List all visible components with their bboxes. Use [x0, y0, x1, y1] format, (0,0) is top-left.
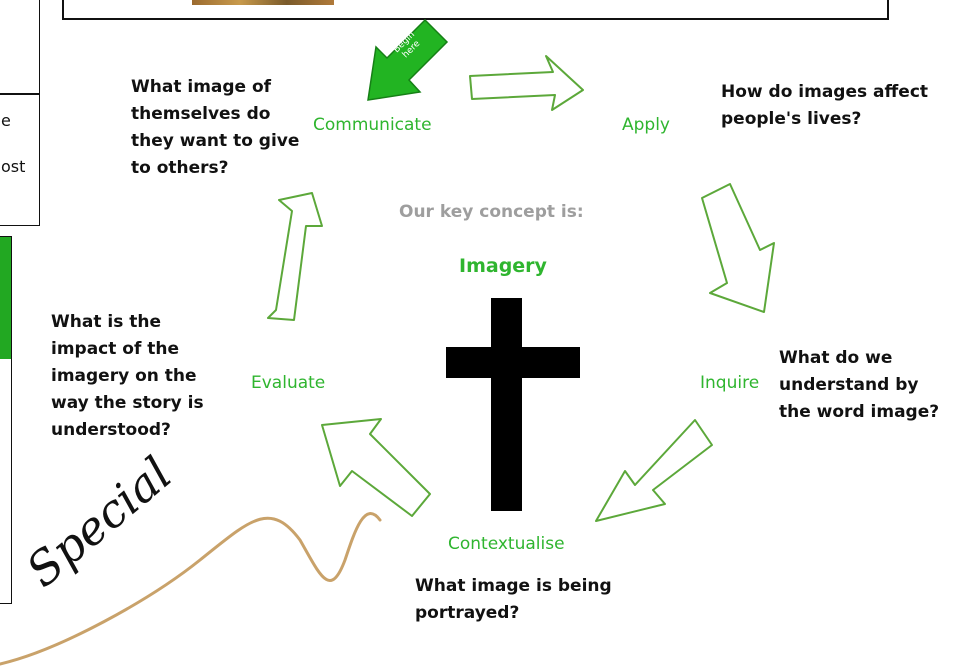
- begin-here-arrow: [367, 18, 449, 101]
- arrow-apply-to-inquire: [701, 183, 775, 313]
- left-panel-top: [0, 0, 40, 94]
- question-contextualise: What image is being portrayed?: [415, 573, 612, 627]
- swoosh-decoration: [0, 512, 382, 666]
- key-concept-value: Imagery: [459, 255, 547, 277]
- stage-communicate: Communicate: [313, 115, 432, 135]
- arrow-communicate-to-apply: [469, 55, 584, 111]
- question-line: to others?: [131, 158, 229, 178]
- question-line: imagery on the: [51, 366, 197, 386]
- question-line: themselves do: [131, 104, 271, 124]
- question-line: impact of the: [51, 339, 180, 359]
- stage-contextualise: Contextualise: [448, 534, 565, 554]
- question-apply: How do images affect people's lives?: [721, 79, 928, 133]
- arrow-contextualise-to-evaluate: [321, 418, 431, 517]
- question-line: What image of: [131, 77, 272, 97]
- question-line: understand by: [779, 375, 919, 395]
- question-line: What is the: [51, 312, 161, 332]
- question-communicate: What image of themselves do they want to…: [131, 74, 299, 182]
- question-line: understood?: [51, 420, 171, 440]
- arrow-evaluate-to-communicate: [267, 192, 323, 321]
- left-panel-fragment-2: ost: [1, 157, 26, 176]
- left-panel-green-bar: [0, 237, 11, 359]
- question-line: the word image?: [779, 402, 940, 422]
- stage-inquire: Inquire: [700, 373, 760, 393]
- stage-apply: Apply: [622, 115, 670, 135]
- question-line: portrayed?: [415, 603, 520, 623]
- left-panel-bottom: [0, 236, 12, 604]
- question-line: people's lives?: [721, 109, 862, 129]
- cross-icon: [446, 298, 580, 511]
- top-image-panel: [62, 0, 889, 20]
- question-line: way the story is: [51, 393, 204, 413]
- question-inquire: What do we understand by the word image?: [779, 345, 939, 426]
- question-line: What image is being: [415, 576, 612, 596]
- stage-evaluate: Evaluate: [251, 373, 326, 393]
- left-panel-fragment-1: e: [1, 111, 11, 130]
- left-panel-middle: e ost: [0, 94, 40, 226]
- question-line: What do we: [779, 348, 893, 368]
- question-evaluate: What is the impact of the imagery on the…: [51, 309, 204, 444]
- artwork-thumbnail: [192, 0, 334, 5]
- arrow-inquire-to-contextualise: [595, 419, 713, 522]
- question-line: How do images affect: [721, 82, 929, 102]
- question-line: they want to give: [131, 131, 300, 151]
- key-concept-label: Our key concept is:: [399, 202, 584, 222]
